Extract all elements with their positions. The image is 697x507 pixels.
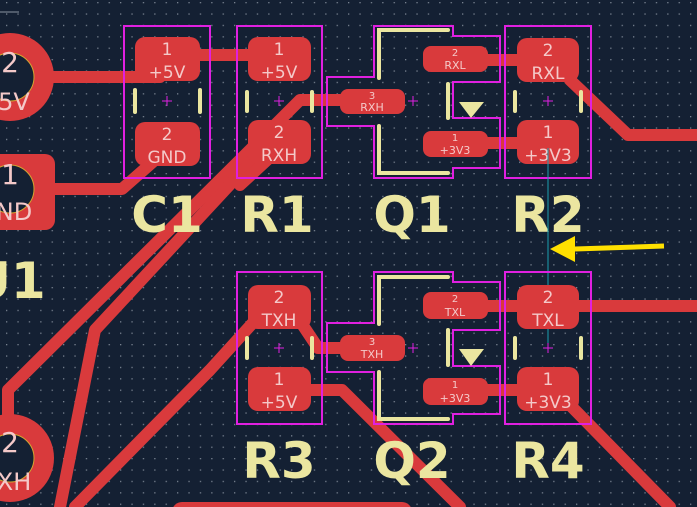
trace-3v3-r4-out[interactable] [564,399,676,507]
r3-pad-2-number: 2 [274,288,285,308]
r3-origin-cross [274,343,284,353]
r1-pad-2-net: RXH [261,146,297,166]
trace-rxl-r2-out[interactable] [564,74,697,141]
r2-origin-cross [543,96,553,106]
q1-silk-outline-top [377,28,450,80]
r1-origin-cross [274,96,284,106]
c1-pad-1-number: 1 [162,40,173,60]
j1-pad-number: 2 [1,46,19,79]
r2-pad-2-net: RXL [532,64,565,84]
q1-pad-1-net: +3V3 [440,144,471,157]
r4-ref-label: R4 [511,432,584,490]
r4-pad-1[interactable] [517,367,579,411]
r1-pad-1-net: +5V [261,63,298,83]
component-q2[interactable]: 3 TXH 2 TXL 1 +3V3 Q2 [326,271,501,490]
q2-pin1-marker-icon [459,349,484,366]
q2-courtyard [326,271,501,425]
component-r2[interactable]: 2 RXL 1 +3V3 R2 [504,25,592,244]
q2-pad-1[interactable] [423,378,488,405]
r2-pad-1-number: 1 [543,123,554,143]
r3-ref-label: R3 [242,432,315,490]
component-r3[interactable]: 2 TXH 1 +5V R3 [236,271,323,490]
r2-pad-2-number: 2 [543,41,554,61]
q2-pad-3-net: TXH [360,348,384,361]
r1-pad-1[interactable] [248,37,311,81]
r2-pad-1[interactable] [517,120,579,164]
r4-pad-1-net: +3V3 [524,393,572,413]
q2-pad-3[interactable] [340,335,405,361]
q1-pad-1[interactable] [423,131,488,157]
q1-pad-3[interactable] [340,89,405,114]
r3-pad-1-net: +5V [261,393,298,413]
q2-pad-1-number: 1 [452,380,458,391]
q2-pad-1-net: +3V3 [440,392,471,405]
q1-courtyard [326,25,501,179]
trace-txh-r3-j1[interactable] [69,309,266,507]
j1-ref-label: U1 [0,252,46,310]
trace-5v-r3-out[interactable] [294,384,466,507]
r1-pad-1-number: 1 [274,40,285,60]
j1-pad-drill [0,433,35,483]
q2-silk-outline-top [377,275,450,326]
q2-origin-cross [408,343,418,353]
c1-pad-1[interactable] [135,37,200,81]
c1-origin-cross [162,96,172,106]
r1-ref-label: R1 [240,186,313,244]
c1-courtyard [123,25,211,179]
component-c1[interactable]: 1 +5V 2 GND C1 [123,25,211,244]
component-r1[interactable]: 1 +5V 2 RXH R1 [236,25,323,244]
q1-ref-label: Q1 [373,186,450,244]
j1-pad-net: ND [0,198,32,226]
c1-pad-2[interactable] [135,122,200,166]
j1-pad-net: XH [0,468,31,496]
q1-pin1-marker-icon [459,102,484,118]
q1-silk-outline-bottom [377,124,450,175]
r4-origin-cross [543,343,553,353]
j1-pad-drill [0,164,35,214]
r3-courtyard [236,271,323,425]
j1-pad-number: 2 [1,426,19,459]
q2-pad-2-number: 2 [452,294,458,305]
r4-pad-2[interactable] [517,285,579,329]
c1-pad-1-net: +5V [149,63,186,83]
q2-pad-2-net: TXL [444,306,466,319]
r1-pad-2-number: 2 [274,123,285,143]
r4-pad-2-net: TXL [531,311,564,331]
q1-origin-cross [408,96,418,106]
q1-pad-3-number: 3 [369,91,375,102]
j1-pad-number: 1 [1,158,19,191]
j1-pad-drill [0,52,35,102]
r3-pad-1-number: 1 [274,370,285,390]
r3-pad-2[interactable] [248,285,311,329]
trace-gnd-j1-c1[interactable] [34,154,161,195]
connector-j1[interactable]: 2 5V 1 ND 2 XH U1 [0,33,55,502]
r3-pad-1[interactable] [248,367,311,411]
r4-pad-1-number: 1 [543,370,554,390]
r1-pad-2[interactable] [248,120,311,164]
r2-pad-2[interactable] [517,38,579,82]
c1-ref-label: C1 [131,186,202,244]
trace-rxh-r1-down[interactable] [54,144,268,507]
q1-pad-2-net: RXL [444,59,466,72]
q1-pad-2-number: 2 [452,48,458,59]
component-r4[interactable]: 2 TXL 1 +3V3 R4 [504,271,592,490]
offscreen-pad[interactable] [172,502,412,507]
c1-pad-2-number: 2 [162,125,173,145]
r3-pad-2-net: TXH [261,311,297,331]
q1-pad-1-number: 1 [452,133,458,144]
component-q1[interactable]: 3 RXH 2 RXL 1 +3V3 Q1 [326,25,501,244]
r4-pad-2-number: 2 [543,288,554,308]
r1-courtyard [236,25,323,179]
c1-pad-2-net: GND [148,148,187,168]
j1-pad-net: 5V [0,88,30,116]
q2-pad-2[interactable] [423,292,488,319]
q2-ref-label: Q2 [373,432,450,490]
q2-pad-3-number: 3 [369,337,375,348]
arrow-left-icon [550,236,665,262]
q1-pad-2[interactable] [423,46,488,72]
r4-courtyard [504,271,592,425]
q2-silk-outline-bottom [377,370,450,421]
q1-pad-3-net: RXH [360,101,383,114]
